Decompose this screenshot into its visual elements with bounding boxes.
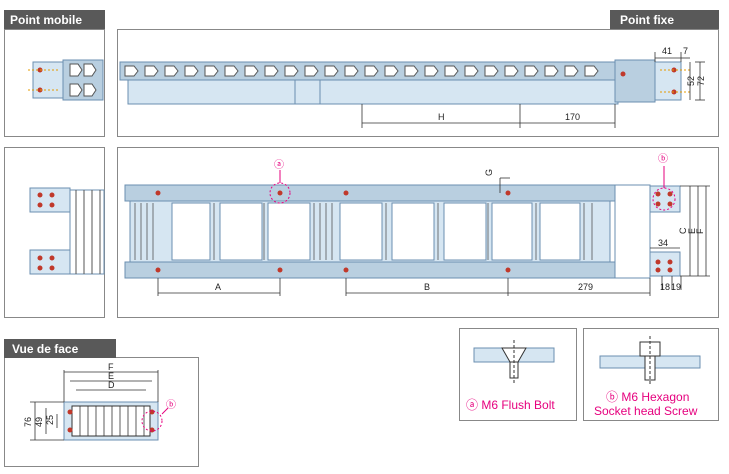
mobile-end-top-view xyxy=(29,187,105,275)
dim-52: 52 xyxy=(686,76,696,86)
front-dim-25: 25 xyxy=(45,415,55,425)
dim-41: 41 xyxy=(662,46,672,56)
dim-34: 34 xyxy=(658,238,668,248)
chain-top-view xyxy=(124,184,681,279)
front-dim-76: 76 xyxy=(23,417,33,427)
marker-b-label: ⓑ xyxy=(658,153,668,165)
chain-side-view xyxy=(119,59,690,105)
dim-h: H xyxy=(438,112,445,122)
header-vue-de-face: Vue de face xyxy=(4,339,116,358)
dim-279: 279 xyxy=(578,282,593,292)
dim-19: 19 xyxy=(671,282,681,292)
header-point-mobile-label: Point mobile xyxy=(10,13,82,27)
mobile-end-side-view xyxy=(28,59,104,101)
marker-a-label: ⓐ xyxy=(274,159,284,171)
header-point-mobile: Point mobile xyxy=(4,10,105,29)
callout-a: ⓐ xyxy=(269,159,291,204)
legend-b-caption-line1: ⓑ M6 Hexagon xyxy=(606,390,689,404)
legend-b-caption-line2: Socket head Screw xyxy=(594,404,698,418)
dim-18: 18 xyxy=(660,282,670,292)
hex-screw-illustration xyxy=(599,336,701,386)
flush-bolt-illustration xyxy=(473,340,555,384)
dim-e: E xyxy=(687,228,697,234)
header-point-fixe-label: Point fixe xyxy=(620,13,674,27)
front-marker-b: ⓑ xyxy=(166,399,176,411)
dim-c: C xyxy=(678,227,688,234)
mid-dimension-lines xyxy=(157,177,710,296)
front-view-drawing xyxy=(63,401,159,441)
dim-g: G xyxy=(484,169,494,176)
dim-72: 72 xyxy=(696,76,706,86)
dim-7: 7 xyxy=(683,46,688,56)
front-callout-b: ⓑ xyxy=(141,399,176,432)
callout-b: ⓑ xyxy=(652,153,676,211)
dim-a: A xyxy=(215,282,221,292)
front-dim-49: 49 xyxy=(34,417,44,427)
dim-b: B xyxy=(424,282,430,292)
header-vue-de-face-label: Vue de face xyxy=(12,342,79,356)
dim-170: 170 xyxy=(565,112,580,122)
front-dim-d: D xyxy=(108,380,115,390)
dim-f: F xyxy=(695,228,705,234)
front-dim-e: E xyxy=(108,371,114,381)
top-dimension-lines xyxy=(361,52,705,128)
front-dim-f: F xyxy=(108,362,114,372)
legend-a-caption: ⓐ M6 Flush Bolt xyxy=(466,398,555,412)
header-point-fixe: Point fixe xyxy=(610,10,719,29)
front-dimension-lines xyxy=(30,370,159,441)
